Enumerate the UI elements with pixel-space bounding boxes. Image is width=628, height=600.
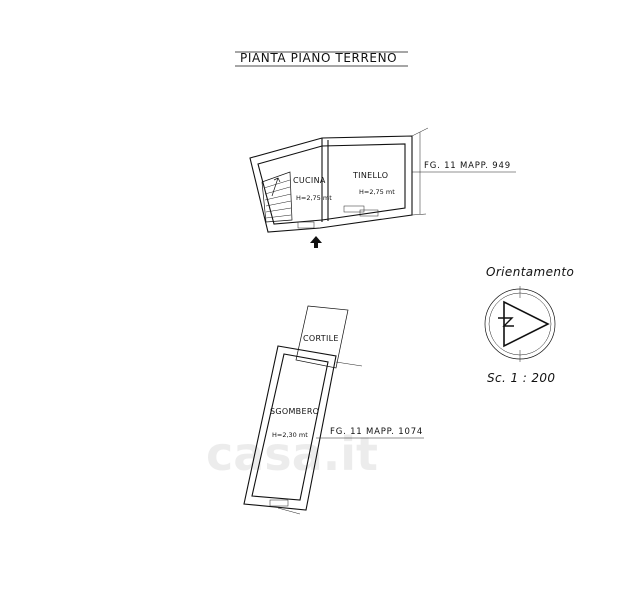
cortile-outline	[295, 305, 349, 369]
watermark-text: casa.it	[206, 427, 378, 481]
plan-title-group: PIANTA PIANO TERRENO	[235, 51, 408, 67]
compass-inner-circle	[488, 292, 552, 356]
cucina-label: CUCINA	[293, 176, 326, 185]
upper-map-label: FG. 11 MAPP. 949	[424, 161, 511, 171]
orientation-block: Orientamento Sc. 1 : 200	[484, 265, 574, 385]
lower-map-ref: FG. 11 MAPP. 1074	[316, 427, 424, 439]
sgombero-door-mark	[269, 499, 289, 507]
door-mark	[343, 205, 365, 213]
cortile-label: CORTILE	[303, 334, 339, 343]
lower-map-label: FG. 11 MAPP. 1074	[330, 427, 423, 437]
compass-north-mark-icon	[498, 317, 514, 327]
tinello-height: H=2,75 mt	[359, 188, 395, 196]
tinello-label: TINELLO	[352, 171, 388, 180]
upper-map-ref: FG. 11 MAPP. 949	[412, 161, 516, 173]
roof-edge-bottom	[411, 213, 427, 216]
window-mark	[359, 209, 379, 217]
sgombero-outer-wall	[243, 345, 337, 511]
upper-inner-wall	[257, 143, 406, 225]
entrance-mark	[297, 221, 315, 229]
sgombero-inner-wall	[251, 353, 329, 501]
compass-outer-circle	[484, 288, 556, 360]
scale-label: Sc. 1 : 200	[487, 371, 555, 385]
cortile-edge	[335, 361, 363, 367]
sgombero-step	[277, 507, 301, 515]
sgombero-label: SGOMBERO	[270, 407, 319, 416]
plan-title: PIANTA PIANO TERRENO	[240, 51, 397, 65]
staircase	[261, 171, 293, 223]
upper-outer-wall	[249, 135, 413, 233]
entrance-arrow-icon	[310, 236, 322, 248]
lower-building: CORTILE SGOMBERO H=2,30 mt	[243, 305, 363, 515]
watermark: casa.it	[206, 427, 378, 481]
sgombero-height: H=2,30 mt	[272, 431, 308, 439]
cucina-height: H=2,75 mt	[296, 194, 332, 202]
orientation-label: Orientamento	[486, 265, 574, 279]
compass-arrow-icon	[503, 300, 550, 348]
upper-building: CUCINA H=2,75 mt TINELLO H=2,75 mt	[249, 127, 429, 248]
